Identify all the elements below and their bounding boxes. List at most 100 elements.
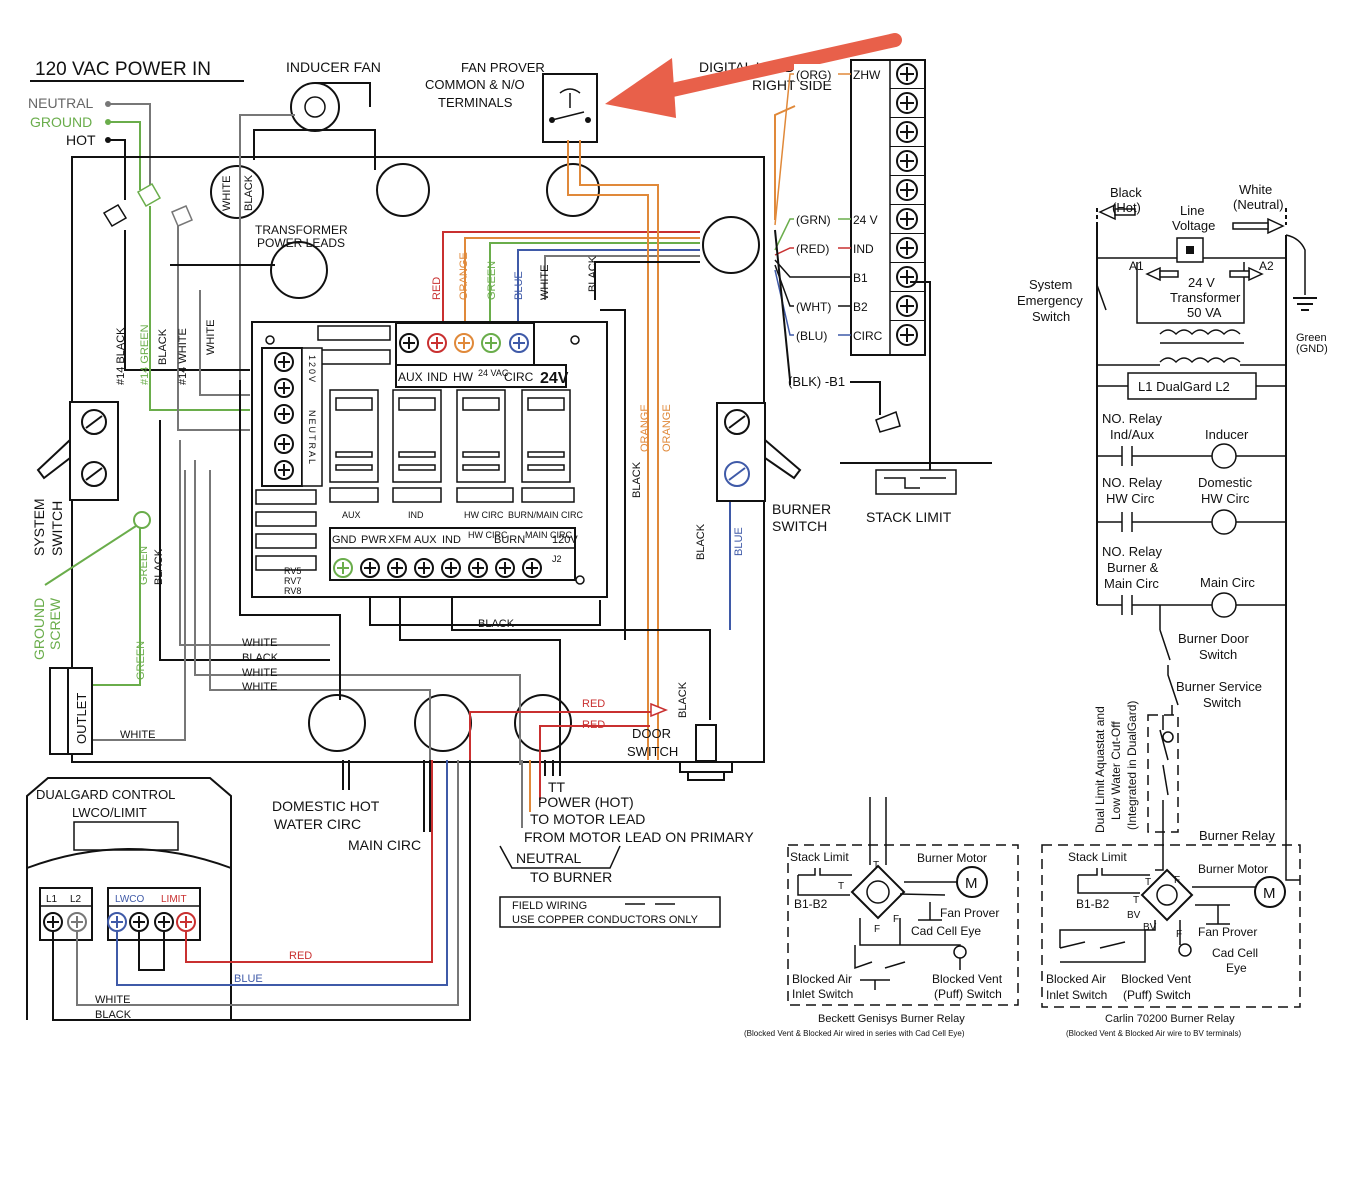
knockout-transformer bbox=[270, 241, 328, 299]
ladder-transformer-2: Transformer bbox=[1170, 290, 1241, 305]
board-relays bbox=[329, 389, 575, 503]
relay-1-left-1: NO. Relay bbox=[1102, 411, 1162, 426]
stack-limit-label: STACK LIMIT bbox=[866, 509, 952, 525]
carlin-note: (Blocked Vent & Blocked Air wire to BV t… bbox=[1066, 1029, 1242, 1038]
board-j2-label: J2 bbox=[552, 554, 562, 564]
ladder-black-hot-2: (Hot) bbox=[1112, 200, 1141, 215]
beckett-pin-t1: T bbox=[873, 860, 879, 871]
beckett-pin-t2: T bbox=[838, 881, 844, 892]
header-terminal-label: (ORG) bbox=[796, 68, 831, 82]
relay-1-right-1: Inducer bbox=[1205, 427, 1249, 442]
wire-label-black-burner: BLACK bbox=[695, 523, 707, 560]
carlin-blocked-air-2: Inlet Switch bbox=[1046, 988, 1107, 1002]
door-switch-label-1: DOOR bbox=[632, 726, 671, 741]
board-term-circ: CIRC bbox=[504, 370, 534, 384]
header-terminal-cross bbox=[900, 328, 914, 342]
header-terminal-wire bbox=[774, 73, 851, 226]
ladder-green-gnd-2: (GND) bbox=[1296, 343, 1328, 355]
hot-label: HOT bbox=[66, 132, 96, 148]
wire-label-green: GREEN bbox=[486, 261, 498, 300]
field-wiring-legend bbox=[499, 896, 721, 928]
board-rv7: RV7 bbox=[284, 576, 301, 586]
ladder-line-voltage-2: Voltage bbox=[1172, 218, 1215, 233]
to-motor-label: TO MOTOR LEAD bbox=[530, 811, 645, 827]
burner-service-label-1: Burner Service bbox=[1176, 679, 1262, 694]
relay-3-left-3: Main Circ bbox=[1104, 576, 1159, 591]
wire-label-black-left: BLACK bbox=[157, 328, 169, 365]
header-terminal-cross bbox=[900, 299, 914, 313]
wire-label-white-knock: WHITE bbox=[221, 176, 233, 211]
burner-switch-label-2: SWITCH bbox=[772, 518, 827, 534]
ladder-system-emergency-1: System bbox=[1029, 277, 1072, 292]
board-term-gnd: GND bbox=[332, 534, 357, 546]
board-left-terminal-block bbox=[261, 347, 323, 487]
relay-1-left-2: Ind/Aux bbox=[1110, 427, 1155, 442]
wire-label-white-1: WHITE bbox=[242, 637, 277, 649]
power-hot-label: POWER (HOT) bbox=[538, 794, 634, 810]
beckett-cad-cell: Cad Cell Eye bbox=[911, 924, 981, 938]
wire-label-blue-burner: BLUE bbox=[733, 527, 745, 556]
carlin-pin-bv2: BV bbox=[1143, 922, 1157, 933]
carlin-cad-cell-1: Cad Cell bbox=[1212, 946, 1258, 960]
blk-b1-label: (BLK) -B1 bbox=[788, 374, 845, 389]
transformer-label-1: TRANSFORMER bbox=[255, 223, 348, 237]
ground-label: GROUND bbox=[30, 114, 92, 130]
carlin-stack-limit: Stack Limit bbox=[1068, 850, 1127, 864]
wire-label-white-left: WHITE bbox=[205, 320, 217, 355]
knockout-bottom-2 bbox=[414, 694, 472, 752]
beckett-blocked-vent-2: (Puff) Switch bbox=[934, 987, 1002, 1001]
board-side-neutral: NEUTRAL bbox=[307, 410, 317, 466]
neutral-bottom-label: NEUTRAL bbox=[516, 850, 582, 866]
beckett-pin-f1: F bbox=[893, 914, 899, 925]
header-terminal-cross bbox=[900, 154, 914, 168]
board-bottom-screws bbox=[333, 558, 542, 578]
knockout-header bbox=[702, 216, 760, 274]
carlin-blocked-vent-1: Blocked Vent bbox=[1121, 972, 1192, 986]
board-term-24vac: 24 VAC bbox=[478, 368, 509, 378]
header-terminal-label-bg bbox=[794, 209, 838, 226]
wire-label-red-door-1: RED bbox=[582, 698, 605, 710]
ground-screw-label-2: SCREW bbox=[47, 597, 63, 650]
domestic-label-2: WATER CIRC bbox=[274, 816, 361, 832]
header-terminal-pin: CIRC bbox=[853, 329, 883, 343]
beckett-blocked-air-2: Inlet Switch bbox=[792, 987, 853, 1001]
ground-screw-label-1: GROUND bbox=[31, 598, 47, 660]
board-term-hw: HW bbox=[453, 370, 474, 384]
beckett-note: (Blocked Vent & Blocked Air wired in ser… bbox=[744, 1029, 965, 1038]
aquastat-label-1: Dual Limit Aquastat and bbox=[1093, 706, 1107, 833]
header-terminal-cross bbox=[900, 96, 914, 110]
board-term-aux: AUX bbox=[398, 370, 423, 384]
board-term-ind: IND bbox=[427, 370, 448, 384]
board-rv8: RV8 bbox=[284, 586, 301, 596]
beckett-fan-prover: Fan Prover bbox=[940, 906, 999, 920]
relay-label-aux: AUX bbox=[342, 510, 361, 520]
copper-label: USE COPPER CONDUCTORS ONLY bbox=[512, 914, 699, 926]
knockout-top-1 bbox=[376, 163, 430, 217]
dualgard-term-limit: LIMIT bbox=[161, 894, 187, 905]
diagram-title: 120 VAC POWER IN bbox=[35, 59, 211, 80]
header-terminal-label-bg bbox=[794, 296, 838, 313]
beckett-motor-m: M bbox=[965, 875, 978, 892]
header-terminal-pin: B2 bbox=[853, 300, 868, 314]
wire-label-14-green: #14 GREEN bbox=[139, 324, 151, 385]
wire-label-white-outlet: WHITE bbox=[120, 729, 155, 741]
ladder-a1: A1 bbox=[1129, 259, 1144, 273]
wire-nut-neutral bbox=[171, 205, 193, 227]
relay-3-left-1: NO. Relay bbox=[1102, 544, 1162, 559]
board-term-120v: 120V bbox=[552, 534, 578, 546]
board-rv5: RV5 bbox=[284, 566, 301, 576]
wire-label-white-dualgard: WHITE bbox=[95, 994, 130, 1006]
relay-label-hwcirc: HW CIRC bbox=[464, 510, 504, 520]
header-terminal-pin: IND bbox=[853, 242, 874, 256]
wire-label-white-4: WHITE bbox=[242, 681, 277, 693]
board-term-maincirc: MAIN CIRC bbox=[525, 530, 573, 540]
board-top-screws bbox=[399, 333, 529, 353]
knockout-bottom-1 bbox=[308, 694, 366, 752]
relay-2-right-1: Domestic bbox=[1198, 475, 1253, 490]
ladder-system-emergency-2: Emergency bbox=[1017, 293, 1083, 308]
ladder-transformer-3: 50 VA bbox=[1187, 305, 1222, 320]
ladder-black-hot-1: Black bbox=[1110, 185, 1142, 200]
header-terminal-cross bbox=[900, 212, 914, 226]
carlin-blocked-vent-2: (Puff) Switch bbox=[1123, 988, 1191, 1002]
